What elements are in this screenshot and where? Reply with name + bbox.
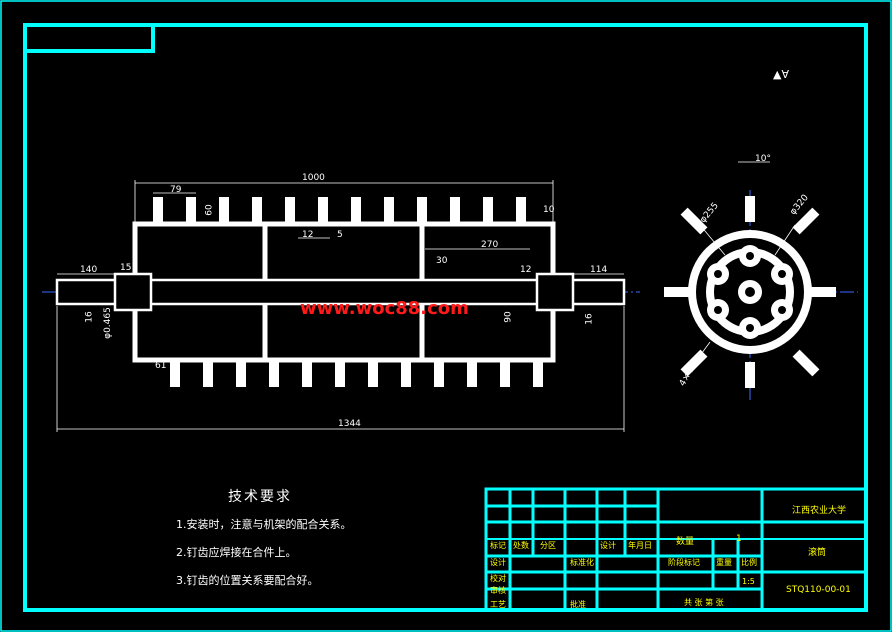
title-block-grid [484, 487, 868, 612]
dim-angle-10: 10° [755, 154, 771, 164]
dim-16-left: 16 [84, 311, 95, 323]
dim-1344: 1344 [338, 419, 361, 429]
dim-79: 79 [170, 185, 182, 195]
tb-university: 江西农业大学 [792, 506, 847, 516]
top-teeth [153, 197, 526, 224]
tb-row-label: 设计 [490, 558, 506, 567]
tb-quantity-label: 数量 [676, 537, 695, 547]
note-line: 3.钉齿的位置关系要配合好。 [176, 574, 319, 587]
tb-row-label: 标记 [490, 541, 506, 550]
dim-114: 114 [590, 265, 608, 275]
dim-140: 140 [80, 265, 98, 275]
dim-90: 90 [503, 311, 514, 323]
dim-12b: 12 [520, 265, 532, 275]
tb-sheets-label: 共 张 第 张 [684, 598, 724, 607]
roughness-symbol: ▲∀ [773, 68, 789, 81]
dim-30: 30 [436, 256, 448, 266]
tb-stage-label: 阶段标记 [668, 558, 700, 567]
watermark: www.woc88.com [300, 298, 469, 319]
tb-row-label: 分区 [540, 541, 556, 550]
tb-row-label: 标准化 [570, 558, 594, 567]
tb-scale-value: 1:5 [742, 577, 755, 586]
dim-270: 270 [481, 240, 499, 250]
tb-part-name: 滚筒 [808, 548, 827, 558]
technical-notes: 技术要求 1.安装时，注意与机架的配合关系。 2.钉齿应焊接在合件上。 3.钉齿… [176, 486, 352, 600]
tb-row-label: 年月日 [628, 541, 652, 550]
end-view [664, 161, 858, 400]
tb-row-label: 批准 [570, 600, 586, 609]
note-line: 2.钉齿应焊接在合件上。 [176, 546, 297, 559]
tb-row-label: 处数 [513, 541, 529, 550]
tb-row-label: 设计 [600, 541, 616, 550]
tb-scale-label: 比例 [741, 558, 757, 567]
corner-code-box [23, 23, 155, 53]
notes-title: 技术要求 [228, 489, 292, 505]
dim-15: 15 [120, 263, 132, 273]
shaft [55, 272, 626, 312]
tb-quantity-value: 1 [736, 534, 742, 544]
dim-phi-shaft: φ0.465 [102, 307, 113, 339]
tb-drawing-no: STQ110-00-01 [786, 585, 851, 595]
inner-border [23, 23, 868, 612]
dim-16-right: 16 [584, 313, 595, 325]
tb-row-label: 审核 [490, 586, 506, 595]
dim-12: 12 [302, 230, 314, 240]
dim-61: 61 [155, 361, 167, 371]
dim-5: 5 [337, 230, 343, 240]
tb-weight-label: 重量 [716, 558, 732, 567]
tb-row-label: 工艺 [490, 600, 506, 609]
note-line: 1.安装时，注意与机架的配合关系。 [176, 518, 352, 531]
dim-60: 60 [204, 204, 215, 216]
dimension-lines [56, 180, 625, 432]
tb-row-label: 校对 [490, 574, 506, 583]
bottom-teeth [170, 360, 543, 387]
dim-1000: 1000 [302, 173, 325, 183]
dim-10: 10 [543, 205, 555, 215]
